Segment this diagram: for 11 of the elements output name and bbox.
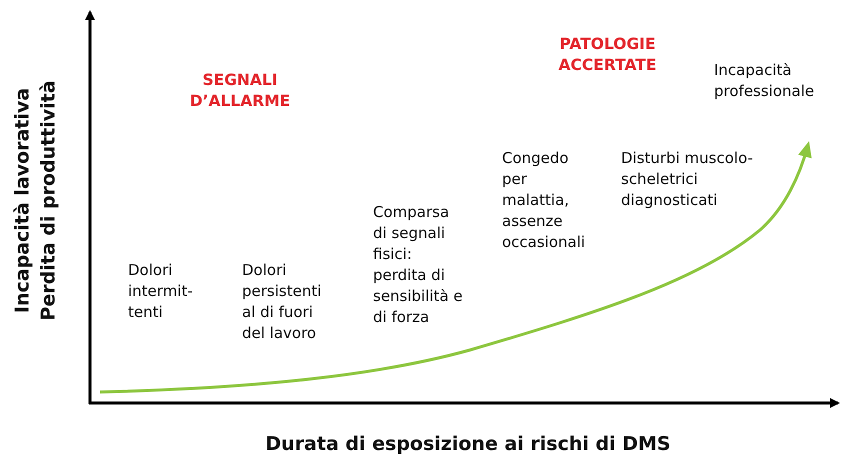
phase-heading: PATOLOGIE ACCERTATE: [558, 34, 658, 76]
phase-heading: SEGNALI D’ALLARME: [188, 70, 292, 112]
stage-label: Congedo per malattia, assenze occasionali: [502, 148, 586, 253]
stage-label: Disturbi muscolo- scheletrici diagnosticati: [621, 148, 754, 211]
stage-label: Dolori intermit- tenti: [128, 260, 194, 323]
axis-title: Durata di esposizione ai rischi di DMS: [265, 434, 671, 455]
stage-label: Incapacità professionale: [714, 60, 816, 102]
stage-label: Dolori persistenti al di fuori del lavoro: [242, 260, 322, 344]
axis-title: Incapacità lavorativa: [12, 86, 34, 316]
axis-title: Perdita di produttività: [38, 79, 60, 323]
stage-label: Comparsa di segnali fisici: perdita di sensibilità e di forza: [373, 202, 464, 328]
